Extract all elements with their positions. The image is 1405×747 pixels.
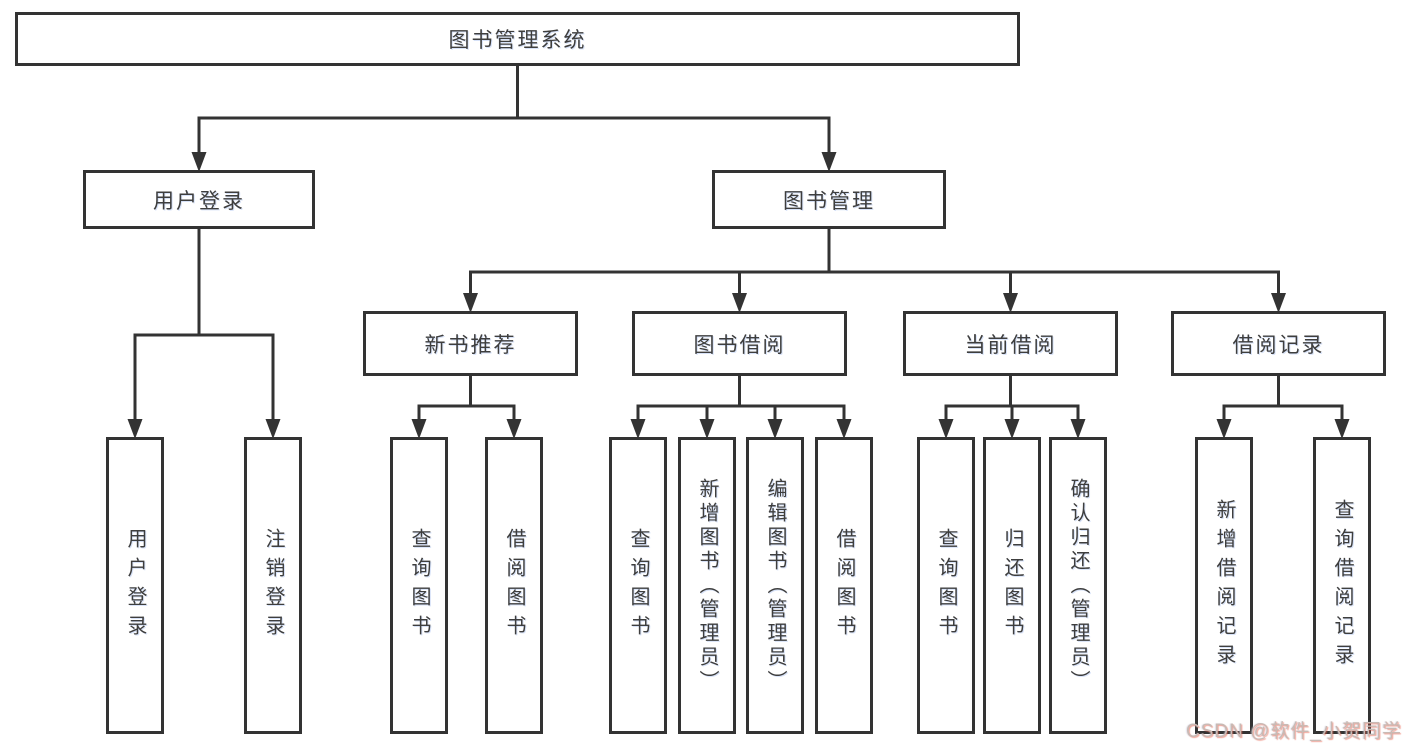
node-leaf-bb-borrow: 借阅图书 xyxy=(815,437,873,734)
node-leaf-bb-add: 新增图书（管理员） xyxy=(678,437,736,734)
node-current-borrow: 当前借阅 xyxy=(903,311,1118,376)
node-leaf-user-login: 用户登录 xyxy=(106,437,164,734)
node-label: 图书管理 xyxy=(783,189,875,213)
node-leaf-cb-return: 归还图书 xyxy=(983,437,1041,734)
node-leaf-nb-query: 查询图书 xyxy=(390,437,448,734)
node-leaf-bb-query: 查询图书 xyxy=(609,437,667,734)
node-label: 借阅记录 xyxy=(1232,333,1325,357)
node-root: 图书管理系统 xyxy=(15,12,1020,66)
node-user-login: 用户登录 xyxy=(83,170,315,229)
node-label: 查询借阅记录 xyxy=(1331,498,1353,673)
node-label: 新书推荐 xyxy=(424,333,517,357)
node-label: 编辑图书（管理员） xyxy=(764,477,786,694)
node-label: 查询图书 xyxy=(935,527,957,644)
node-leaf-cb-query: 查询图书 xyxy=(917,437,975,734)
node-book-borrow: 图书借阅 xyxy=(632,311,847,376)
node-leaf-nb-borrow: 借阅图书 xyxy=(485,437,543,734)
node-leaf-bb-edit: 编辑图书（管理员） xyxy=(746,437,804,734)
node-label: 图书借阅 xyxy=(693,333,786,357)
node-label: 注销登录 xyxy=(262,527,284,644)
node-label: 确认归还（管理员） xyxy=(1067,477,1089,694)
node-label: 新增借阅记录 xyxy=(1213,498,1235,673)
node-label: 用户登录 xyxy=(153,189,245,213)
node-leaf-cb-confirm: 确认归还（管理员） xyxy=(1049,437,1107,734)
node-book-management: 图书管理 xyxy=(712,170,946,229)
node-label: 归还图书 xyxy=(1001,527,1023,644)
node-label: 查询图书 xyxy=(408,527,430,644)
node-label: 用户登录 xyxy=(124,527,146,644)
node-new-book-recommend: 新书推荐 xyxy=(363,311,578,376)
watermark: CSDN @软件_小贺同学 xyxy=(1186,721,1402,742)
node-leaf-br-query: 查询借阅记录 xyxy=(1313,437,1371,734)
node-label: 查询图书 xyxy=(627,527,649,644)
node-leaf-br-add: 新增借阅记录 xyxy=(1195,437,1253,734)
node-label: 借阅图书 xyxy=(833,527,855,644)
node-borrow-records: 借阅记录 xyxy=(1171,311,1386,376)
node-label: 当前借阅 xyxy=(964,333,1057,357)
node-label: 图书管理系统 xyxy=(448,29,587,52)
node-label: 借阅图书 xyxy=(503,527,525,644)
node-leaf-logout: 注销登录 xyxy=(244,437,302,734)
node-label: 新增图书（管理员） xyxy=(696,477,718,694)
